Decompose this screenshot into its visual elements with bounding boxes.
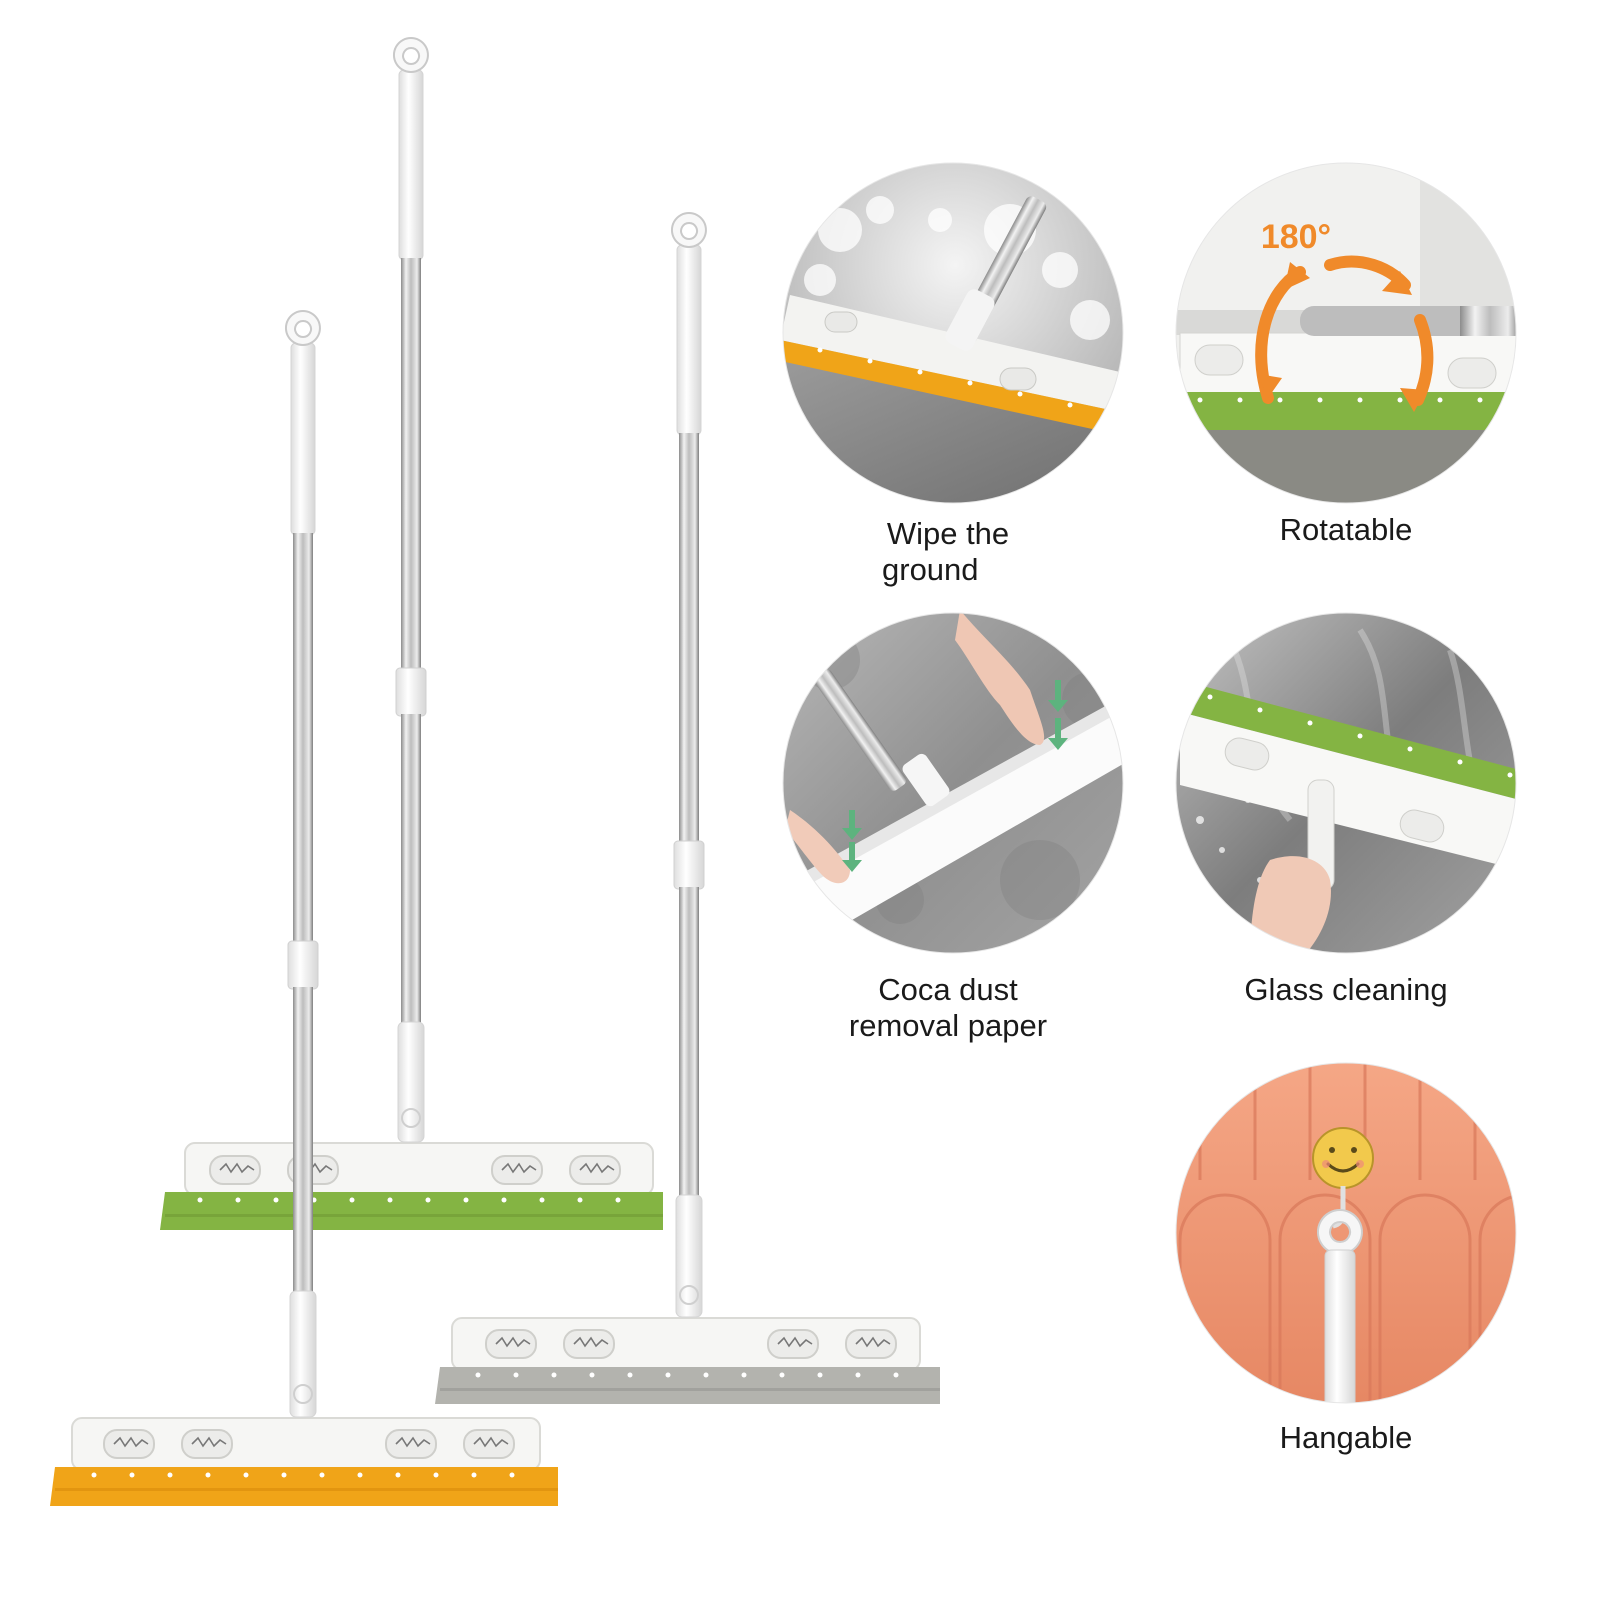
- head-emblems: [485, 1329, 897, 1359]
- caption-dust: Coca dust removal paper: [818, 972, 1078, 1044]
- hang-loop: [284, 310, 321, 346]
- blade-dots: [475, 1372, 899, 1378]
- green-broom: [160, 37, 663, 1230]
- squeegee-blade-orange: [50, 1467, 558, 1506]
- caption-hang: Hangable: [1246, 1420, 1446, 1456]
- caption-line: removal paper: [848, 1008, 1048, 1043]
- hang-loop: [670, 212, 707, 248]
- smiley-hook: [1312, 1127, 1374, 1229]
- pole-joint: [673, 840, 705, 890]
- caption-line: Rotatable: [1279, 512, 1413, 547]
- rotation-badge: 180°: [1261, 218, 1331, 256]
- squeegee-blade-green: [160, 1192, 663, 1230]
- blade-dots: [91, 1472, 515, 1478]
- caption-rotate: Rotatable: [1246, 512, 1446, 548]
- feature-hang-image: [1176, 1063, 1516, 1403]
- caption-wipe: Wipe the ground: [848, 516, 1048, 588]
- pole-joint: [395, 667, 427, 717]
- handle-bottom-sleeve: [289, 1290, 317, 1418]
- handle-hook-sleeve: [290, 342, 316, 536]
- steel-pole-upper: [293, 533, 313, 943]
- hang-loop: [392, 37, 429, 73]
- gray-broom: [435, 212, 940, 1404]
- caption-line: ground: [882, 552, 979, 587]
- handle-hook-sleeve: [676, 244, 702, 436]
- handle-bottom-sleeve: [675, 1194, 703, 1318]
- caption-glass: Glass cleaning: [1216, 972, 1476, 1008]
- pole-joint: [287, 940, 319, 990]
- steel-pole-lower: [293, 987, 313, 1293]
- feature-dust-image: [783, 613, 1123, 953]
- feature-wipe-image: [783, 163, 1123, 503]
- handle-bottom-sleeve: [397, 1021, 425, 1143]
- head-emblem-marks: [113, 1436, 509, 1448]
- steel-pole-lower: [401, 714, 421, 1024]
- squeegee-blade-gray: [435, 1367, 940, 1404]
- head-emblem-marks: [495, 1336, 891, 1348]
- feature-glass-image: [1176, 613, 1516, 953]
- caption-line: Glass cleaning: [1244, 972, 1448, 1007]
- caption-line: Hangable: [1279, 1420, 1413, 1455]
- feature-rotate-image: 180°: [1176, 163, 1516, 503]
- steel-pole-upper: [679, 433, 699, 843]
- handle-hook-sleeve: [398, 69, 424, 261]
- caption-line: Coca dust: [878, 972, 1018, 1007]
- caption-line: Wipe the: [886, 516, 1010, 551]
- head-emblems: [209, 1155, 621, 1185]
- head-emblems: [103, 1429, 515, 1459]
- steel-pole-upper: [401, 258, 421, 670]
- steel-pole-lower: [679, 887, 699, 1197]
- orange-broom: [50, 310, 558, 1506]
